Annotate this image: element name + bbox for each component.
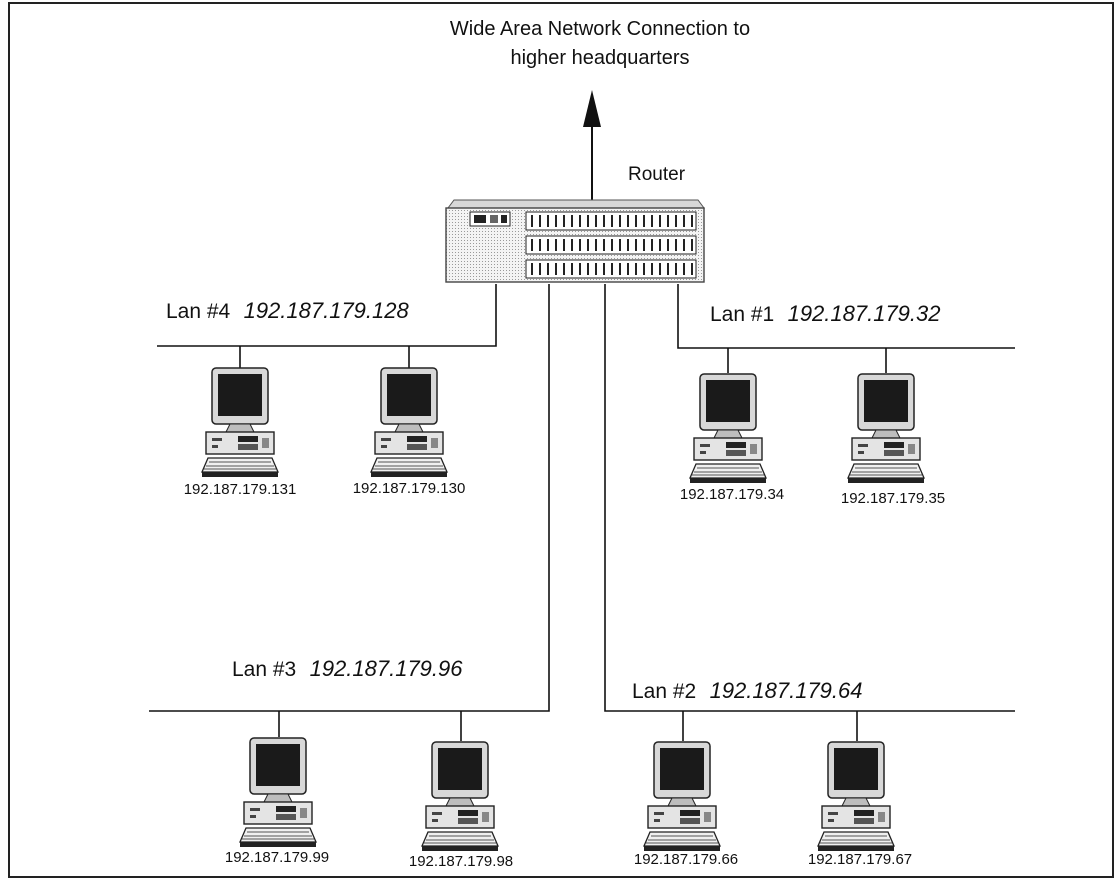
host-ip-label: 192.187.179.34 [679, 486, 785, 503]
computer-icon [816, 740, 896, 855]
lan1-name: Lan #1 [710, 303, 775, 326]
computer-icon [369, 366, 449, 481]
host-ip-label: 192.187.179.99 [224, 849, 330, 866]
lan4-name: Lan #4 [166, 300, 231, 323]
wan-label-line2: higher headquarters [510, 47, 690, 69]
host-ip-label: 192.187.179.35 [840, 490, 946, 507]
host-ip-label: 192.187.179.98 [408, 853, 514, 870]
lan4-label: Lan #4 192.187.179.128 [166, 298, 409, 324]
lan3-label: Lan #3 192.187.179.96 [232, 656, 463, 682]
lan4-bus [157, 284, 497, 347]
lan4-address: 192.187.179.128 [243, 298, 409, 323]
computer-icon [642, 740, 722, 855]
wan-arrow-icon [583, 90, 601, 200]
lan3-address: 192.187.179.96 [309, 656, 463, 681]
computer-icon [238, 736, 318, 851]
lan1-label: Lan #1 192.187.179.32 [710, 301, 941, 327]
computer-icon [688, 372, 768, 487]
host-ip-label: 192.187.179.131 [183, 481, 297, 498]
lan2-bus [604, 284, 1015, 712]
host-ip-label: 192.187.179.130 [352, 480, 466, 497]
host-ip-label: 192.187.179.66 [633, 851, 739, 868]
diagram-frame [8, 2, 1114, 878]
lan1-address: 192.187.179.32 [787, 301, 941, 326]
router-label: Router [628, 164, 686, 185]
lan2-label: Lan #2 192.187.179.64 [632, 678, 863, 704]
computer-icon [420, 740, 500, 855]
lan1-bus [677, 284, 1015, 349]
host-ip-label: 192.187.179.67 [807, 851, 913, 868]
router-icon [445, 199, 705, 283]
lan2-name: Lan #2 [632, 680, 697, 703]
lan2-address: 192.187.179.64 [709, 678, 863, 703]
lan3-bus [149, 284, 550, 712]
wan-label-line1: Wide Area Network Connection to [449, 18, 751, 40]
computer-icon [846, 372, 926, 487]
computer-icon [200, 366, 280, 481]
lan3-name: Lan #3 [232, 658, 297, 681]
